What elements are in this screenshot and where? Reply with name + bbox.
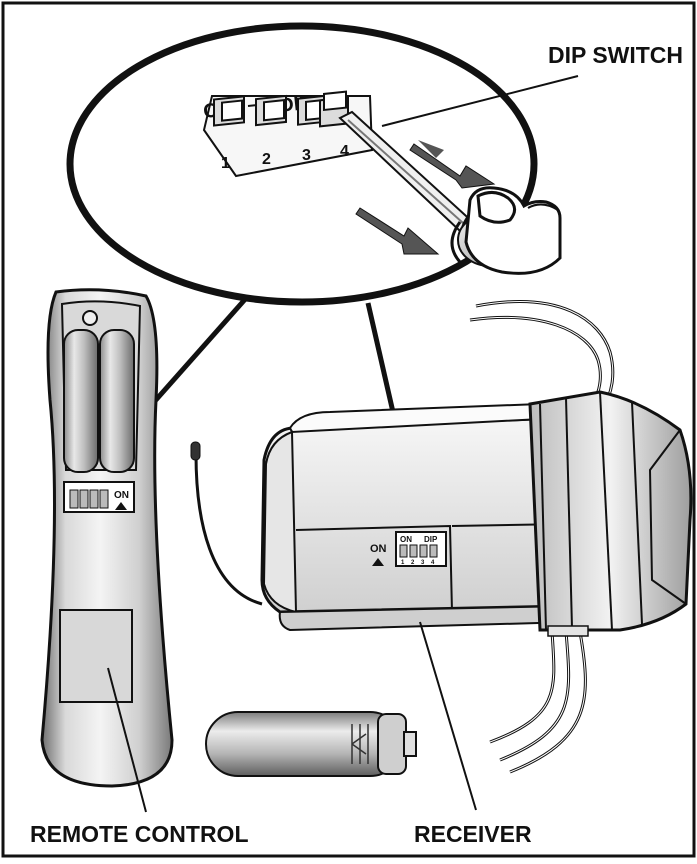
remote-dip-on: ON xyxy=(114,490,129,501)
remote-control: ON xyxy=(42,290,172,812)
remote-dip-switch: ON xyxy=(64,482,134,512)
antenna-tip xyxy=(191,442,200,460)
receiver-dip-switch: ON DIP 1 2 3 4 xyxy=(396,532,446,566)
receiver-label: RECEIVER xyxy=(414,821,532,847)
remote-control-label: REMOTE CONTROL xyxy=(30,821,249,847)
zoom-num-2: 2 xyxy=(262,151,271,168)
zoom-num-4: 4 xyxy=(340,143,349,160)
zoom-num-3: 3 xyxy=(302,147,311,164)
battery-right xyxy=(100,330,134,472)
screw-icon xyxy=(83,311,97,325)
battery-cylinder xyxy=(206,712,416,776)
hand xyxy=(466,188,560,274)
zoom-switch-1 xyxy=(214,96,244,125)
battery-left xyxy=(64,330,98,472)
receiver-on-label: ON xyxy=(370,543,387,555)
remote-label-panel xyxy=(60,610,132,702)
zoom-num-1: 1 xyxy=(221,155,230,172)
receiver-dip-dip: DIP xyxy=(424,535,438,544)
receiver-dip-on: ON xyxy=(400,535,412,544)
zoom-switch-2 xyxy=(256,96,286,125)
dip-switch-label: DIP SWITCH xyxy=(548,42,683,68)
